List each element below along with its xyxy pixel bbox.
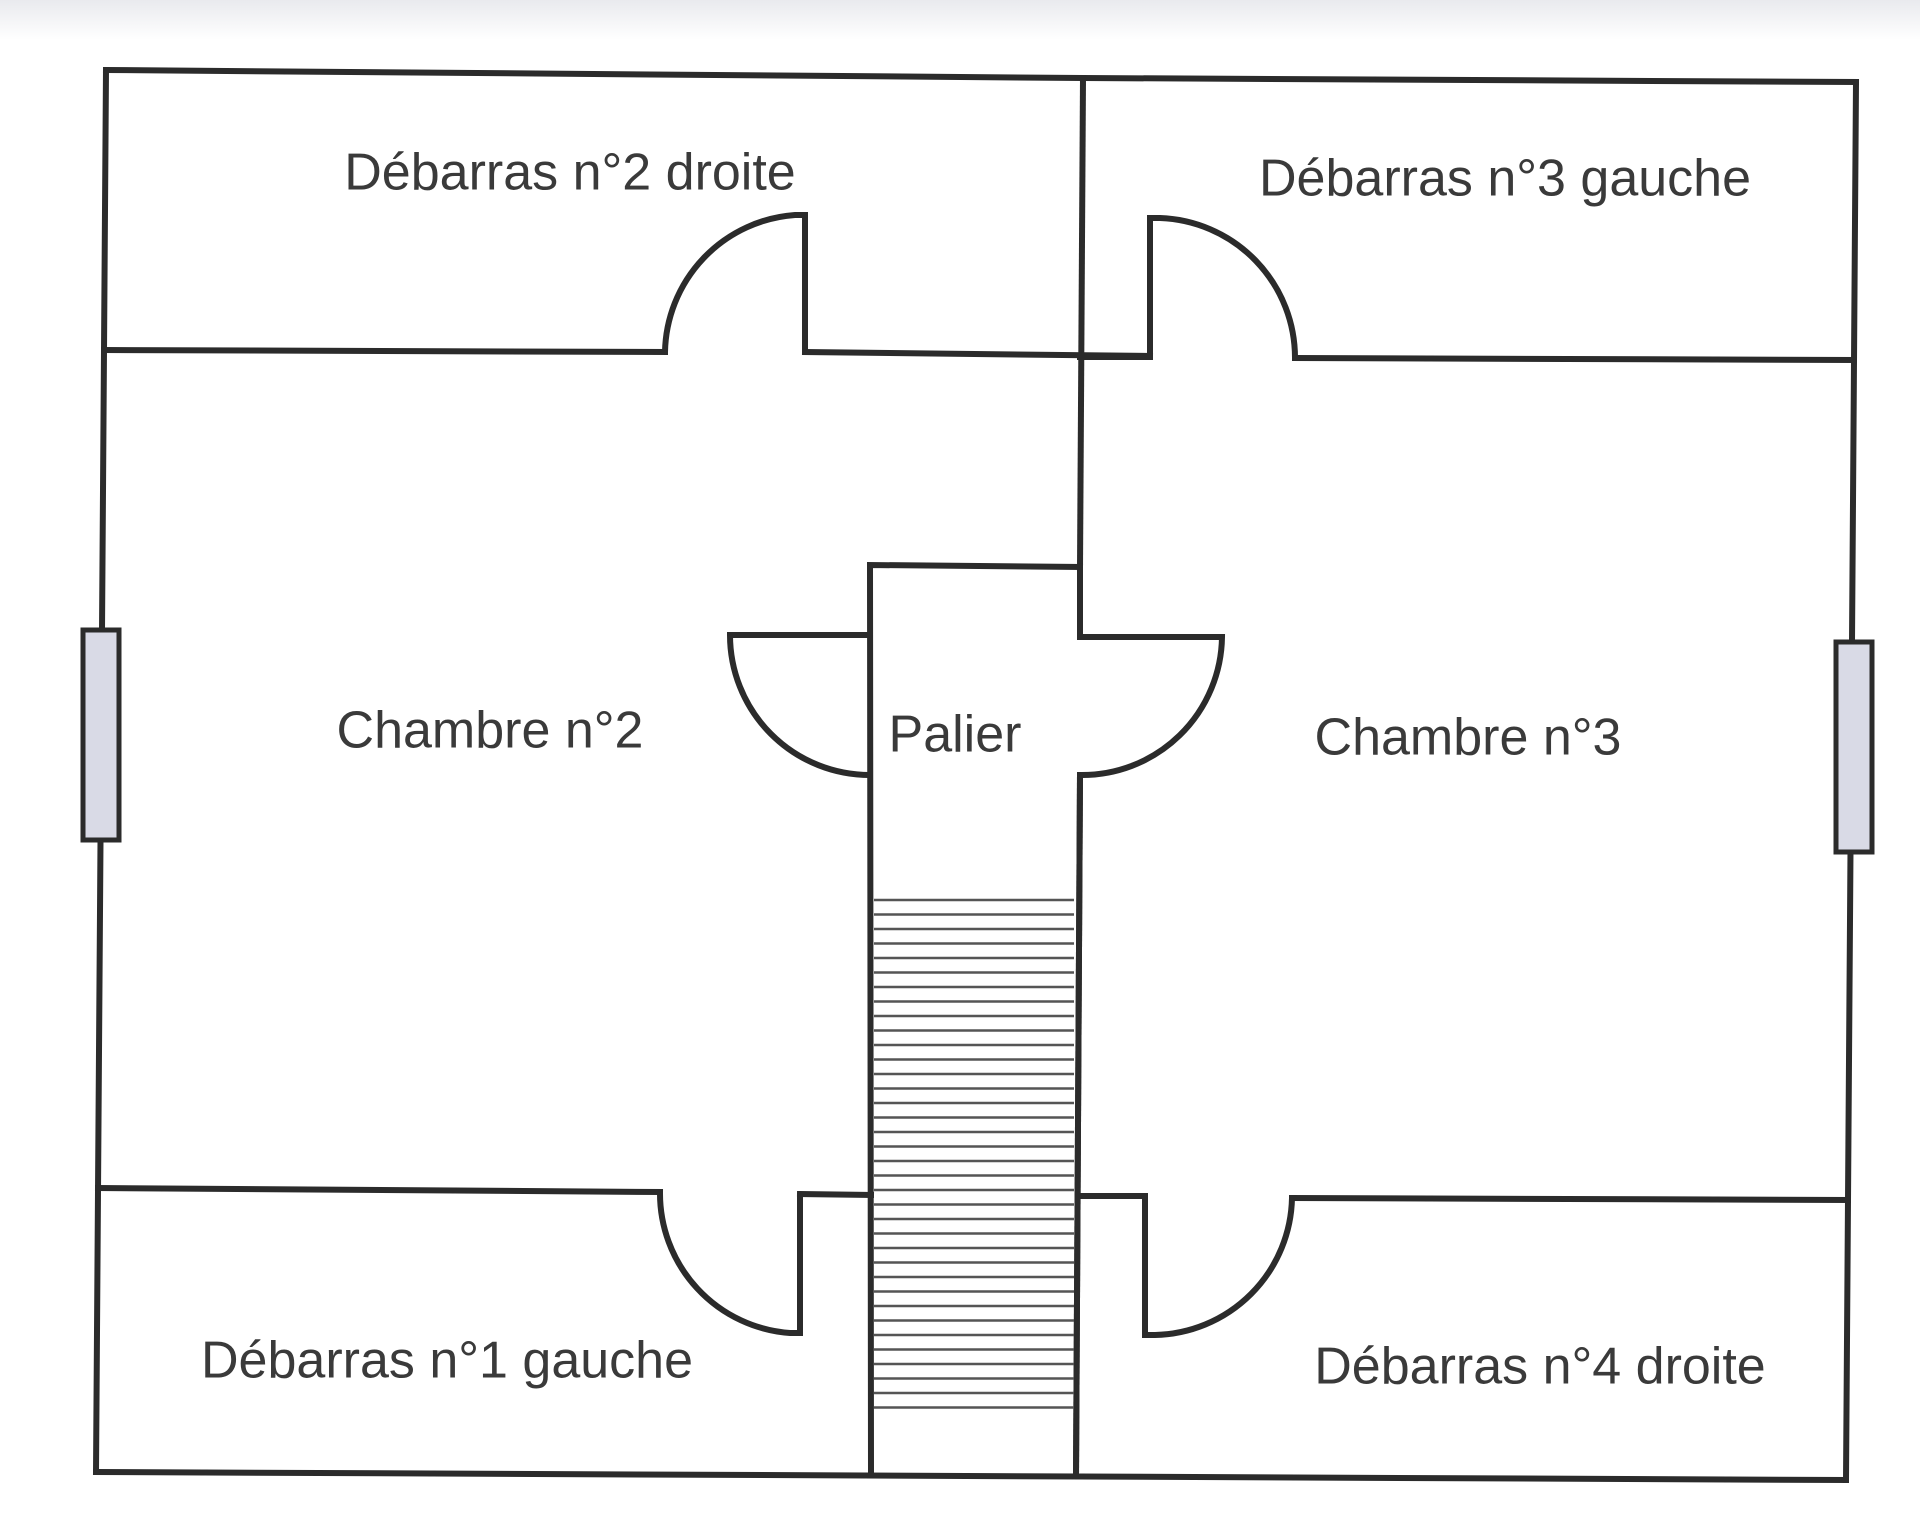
door-debarras3 (1147, 215, 1298, 359)
wall-palier-top (866, 561, 1084, 1476)
wall-debarras4-top (1075, 1193, 1148, 1338)
label-debarras1: Débarras n°1 gauche (201, 1332, 693, 1390)
wall-debarras4-top-b (1288, 1194, 1852, 1204)
wall-bottom (92, 1468, 1850, 1484)
label-chambre2: Chambre n°2 (337, 702, 644, 760)
wall-top (102, 66, 1860, 86)
door-debarras2 (662, 212, 808, 353)
scan-shadow (0, 0, 1920, 40)
wall-debarras3-bottom (1077, 222, 1153, 360)
wall-debarras1-top (94, 1184, 664, 1196)
label-palier: Palier (889, 706, 1022, 764)
label-debarras4: Débarras n°4 droite (1314, 1338, 1765, 1396)
interior-walls (94, 74, 1858, 1480)
wall-palier-right (1072, 771, 1084, 1480)
wall-divider-upper (1076, 74, 1087, 572)
wall-debarras3-bottom-b (1291, 354, 1858, 364)
staircase (874, 898, 1074, 1409)
door-chambre3 (1077, 568, 1226, 779)
door-debarras1 (656, 1191, 803, 1336)
window-right (1833, 639, 1875, 855)
window-left (80, 627, 122, 843)
label-debarras3: Débarras n°3 gauche (1259, 150, 1751, 208)
outer-walls (92, 66, 1860, 1484)
doors (656, 212, 1298, 1338)
door-chambre2 (726, 632, 871, 778)
wall-debarras1-top-b (796, 1190, 875, 1199)
label-chambre3: Chambre n°3 (1315, 709, 1622, 767)
wall-debarras2-bottom (100, 346, 669, 356)
label-debarras2: Débarras n°2 droite (344, 144, 795, 202)
door-debarras4 (1145, 1197, 1295, 1338)
